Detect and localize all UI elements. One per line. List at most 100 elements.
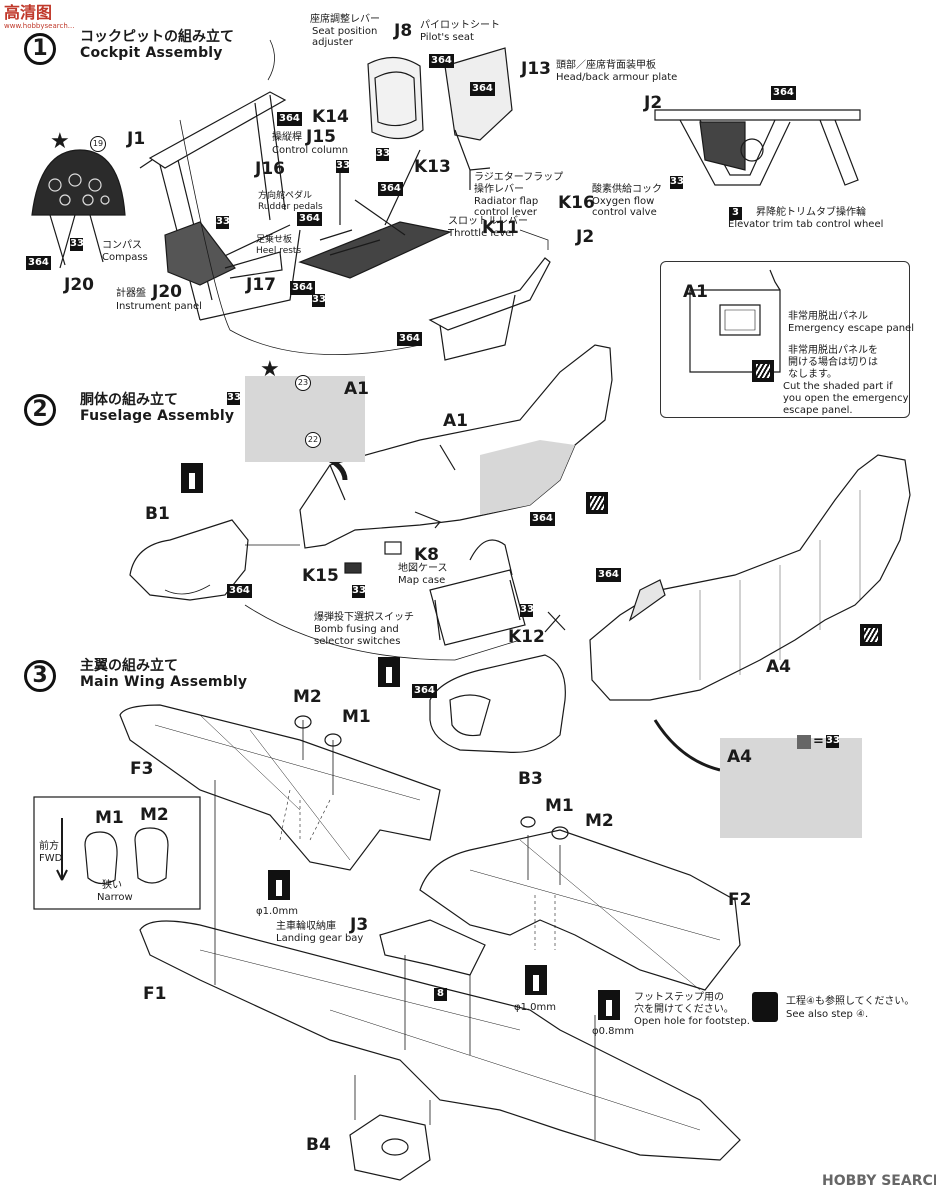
label-k15: K15 bbox=[302, 566, 339, 586]
paint-33-a: 33 bbox=[376, 148, 390, 161]
drill-icon-f3 bbox=[268, 870, 290, 900]
m1-inset-shape bbox=[84, 831, 118, 885]
footstep-jp1: フットステップ用の bbox=[634, 992, 724, 1003]
paint-364-d: 364 bbox=[378, 182, 403, 196]
step-3-number: 3 bbox=[24, 660, 56, 692]
fuselage-a1-drawing bbox=[299, 344, 613, 549]
step-1-title-en: Cockpit Assembly bbox=[80, 45, 223, 61]
paint-33-d: 33 bbox=[312, 294, 326, 307]
a4-paint-eq: = bbox=[813, 734, 824, 749]
oxygen-jp: 酸素供給コック bbox=[592, 184, 662, 195]
drill-icon-footstep bbox=[598, 990, 620, 1020]
j8-en: Pilot's seat bbox=[420, 32, 474, 43]
paint-364-b1: 364 bbox=[227, 584, 252, 598]
watermark-top-left-sub: www.hobbysearch... bbox=[4, 22, 75, 30]
label-j20: J20 bbox=[152, 282, 182, 302]
j15-jp: 操縦桿 bbox=[272, 132, 302, 143]
elevator-jp: 昇降舵トリムタブ操作輪 bbox=[756, 207, 866, 218]
emergency-jp2c: なします。 bbox=[788, 369, 837, 380]
paint-364-elev: 364 bbox=[771, 86, 796, 100]
label-k12: K12 bbox=[508, 627, 545, 647]
decal-22: 22 bbox=[305, 432, 321, 448]
paint-364-a1: 364 bbox=[530, 512, 555, 526]
emergency-en2a: Cut the shaded part if bbox=[783, 381, 893, 392]
radiator-jp1: ラジエターフラップ bbox=[474, 172, 564, 183]
paint-364-g: 364 bbox=[397, 332, 422, 346]
panel-jp: 計器盤 bbox=[116, 288, 146, 299]
m2-part-top bbox=[294, 715, 312, 729]
cockpit-in-fuselage-drawing bbox=[429, 539, 526, 646]
narrow-en: Narrow bbox=[97, 892, 133, 903]
drill-footstep: φ0.8mm bbox=[592, 1026, 634, 1037]
heel-en: Heel rests bbox=[256, 246, 302, 256]
rudder-jp: 方向舵ペダル bbox=[258, 191, 313, 201]
label-j17: J17 bbox=[246, 275, 276, 295]
paint-364-e: 364 bbox=[297, 212, 322, 226]
emergency-en1: Emergency escape panel bbox=[788, 323, 914, 334]
label-m2-top: M2 bbox=[293, 687, 322, 707]
label-j2-cockpit: J2 bbox=[576, 227, 595, 247]
m2-part-mid bbox=[551, 826, 569, 840]
bomb-en1: Bomb fusing and bbox=[314, 624, 399, 635]
step-3-title-en: Main Wing Assembly bbox=[80, 674, 248, 690]
drill-icon-f2 bbox=[525, 965, 547, 995]
label-j2-elevator: J2 bbox=[644, 93, 663, 113]
j8-jp: パイロットシート bbox=[420, 20, 500, 31]
radiator-en2: control lever bbox=[474, 207, 537, 218]
paint-swatch bbox=[797, 735, 811, 749]
emergency-panel-box bbox=[660, 261, 910, 418]
heel-jp: 足乗せ板 bbox=[256, 235, 293, 245]
label-f1: F1 bbox=[143, 984, 167, 1004]
step-1-number: 1 bbox=[24, 33, 56, 65]
label-a4-inset: A4 bbox=[727, 747, 752, 767]
label-k14: K14 bbox=[312, 107, 349, 127]
j13-jp: 頭部／座席背面装甲板 bbox=[556, 60, 656, 71]
fwd-en: FWD bbox=[39, 853, 63, 864]
label-j8: J8 bbox=[394, 21, 413, 41]
cut-mark-icon bbox=[752, 360, 774, 382]
bomb-en2: selector switches bbox=[314, 636, 401, 647]
rudder-en: Rudder pedals bbox=[258, 202, 323, 212]
label-m1-mid: M1 bbox=[545, 796, 574, 816]
inset-label-m1: M1 bbox=[95, 808, 124, 828]
j13-en: Head/back armour plate bbox=[556, 72, 678, 83]
paint-33-b: 33 bbox=[336, 160, 350, 173]
elevator-en: Elevator trim tab control wheel bbox=[728, 219, 884, 230]
oxygen-en1: Oxygen flow bbox=[592, 196, 655, 207]
radiator-jp2: 操作レバー bbox=[474, 184, 524, 195]
watermark-top-left: 高清图 bbox=[4, 3, 53, 22]
seealso-jp: 工程④も参照してください。 bbox=[786, 996, 915, 1007]
emergency-en2b: you open the emergency bbox=[783, 393, 909, 404]
label-a1: A1 bbox=[443, 411, 468, 431]
label-j3: J3 bbox=[350, 915, 369, 935]
step-2-number: 2 bbox=[24, 394, 56, 426]
paint-33-e: 33 bbox=[70, 238, 84, 251]
footstep-en: Open hole for footstep. bbox=[634, 1016, 750, 1027]
decal-23: 23 bbox=[295, 375, 311, 391]
seat-lever-en1: Seat position bbox=[312, 26, 378, 37]
label-k16: K16 bbox=[558, 193, 595, 213]
k12-drawing bbox=[544, 611, 566, 633]
wing-f2-drawing bbox=[419, 829, 741, 991]
elevator-frame-drawing bbox=[654, 109, 861, 186]
paint-33-a4-inset: 33 bbox=[826, 735, 840, 748]
k8-jp: 地図ケース bbox=[398, 563, 448, 574]
fwd-jp: 前方 bbox=[39, 841, 59, 852]
label-j16: J16 bbox=[255, 159, 285, 179]
label-b4: B4 bbox=[306, 1135, 331, 1155]
m2-inset-shape bbox=[134, 827, 169, 884]
emergency-en2c: escape panel. bbox=[783, 405, 853, 416]
throttle-jp: スロットルレバー bbox=[448, 216, 528, 227]
step-2-title-jp: 胴体の組み立て bbox=[80, 392, 178, 408]
inset-label-m2: M2 bbox=[140, 805, 169, 825]
cut-mark-icon-2 bbox=[586, 492, 608, 514]
paint-33-a1: 33 bbox=[227, 392, 241, 405]
label-m1-top: M1 bbox=[342, 707, 371, 727]
paint-33-k12: 33 bbox=[520, 604, 534, 617]
paint-364-f: 364 bbox=[290, 281, 315, 295]
label-k13: K13 bbox=[414, 157, 451, 177]
label-b1: B1 bbox=[145, 504, 170, 524]
step-3-title-jp: 主翼の組み立て bbox=[80, 658, 178, 674]
paint-33-elev: 33 bbox=[670, 176, 684, 189]
m-parts-inset-box bbox=[33, 796, 201, 910]
